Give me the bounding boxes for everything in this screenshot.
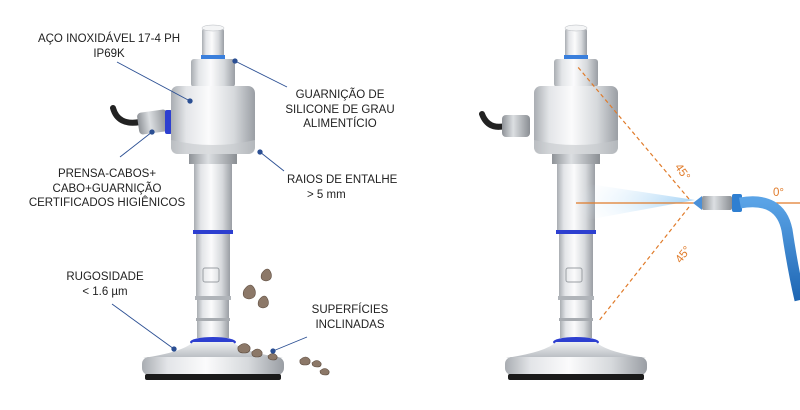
angle-label-horizontal: 0° [773, 187, 784, 199]
radius-line-2: > 5 mm [307, 188, 346, 201]
gasket-label: GUARNIÇÃO DE SILICONE DE GRAU ALIMENTÍCI… [275, 88, 405, 132]
roughness-line-2: < 1.6 µm [82, 285, 128, 298]
roughness-label: RUGOSIDADE < 1.6 µm [50, 270, 160, 299]
material-line-1: AÇO INOXIDÁVEL 17-4 PH [37, 33, 181, 45]
left-load-cell [110, 24, 285, 381]
radius-line-1: RAIOS DE ENTALHE [287, 174, 398, 186]
gland-line-1: PRENSA-CABOS+ [57, 168, 157, 180]
leader-surfaces [272, 336, 308, 352]
left-cable-gland [137, 109, 172, 135]
material-label: AÇO INOXIDÁVEL 17-4 PH IP69K [24, 32, 194, 61]
inclined-surfaces-label: SUPERFÍCIES INCLINADAS [290, 303, 410, 332]
angle-line-top [576, 65, 690, 200]
material-line-2: IP69K [93, 47, 125, 60]
gasket-line-3: ALIMENTÍCIO [303, 118, 377, 130]
leader-material [116, 61, 191, 102]
leader-lines [111, 58, 308, 354]
surfaces-line-2: INCLINADAS [315, 318, 385, 331]
dirt-drop-icon [237, 268, 330, 376]
gland-line-3: CERTIFICADOS HIGIÊNICOS [28, 197, 186, 209]
spray-nozzle-icon [693, 194, 800, 302]
gasket-line-2: SILICONE DE GRAU [285, 103, 395, 116]
hose [739, 196, 800, 302]
gland-line-2: CABO+GUARNIÇÃO [52, 182, 162, 195]
leader-radius [259, 151, 285, 172]
gasket-line-1: GUARNIÇÃO DE [295, 89, 385, 101]
cable-gland-label: PRENSA-CABOS+ CABO+GUARNIÇÃO CERTIFICADO… [22, 167, 192, 211]
water-spray [576, 182, 695, 222]
angle-label-bottom: 45° [673, 244, 693, 265]
right-cable [479, 111, 508, 130]
angle-line-bottom [597, 206, 690, 323]
angle-label-top: 45° [672, 162, 692, 183]
leader-gland [119, 131, 153, 158]
leader-gasket [234, 60, 288, 88]
notch-radius-label: RAIOS DE ENTALHE > 5 mm [287, 173, 417, 202]
leader-roughness [111, 303, 175, 350]
surfaces-line-1: SUPERFÍCIES [311, 304, 389, 316]
right-load-cell [479, 24, 648, 381]
roughness-line-1: RUGOSIDADE [66, 271, 144, 283]
left-cable [110, 105, 143, 126]
